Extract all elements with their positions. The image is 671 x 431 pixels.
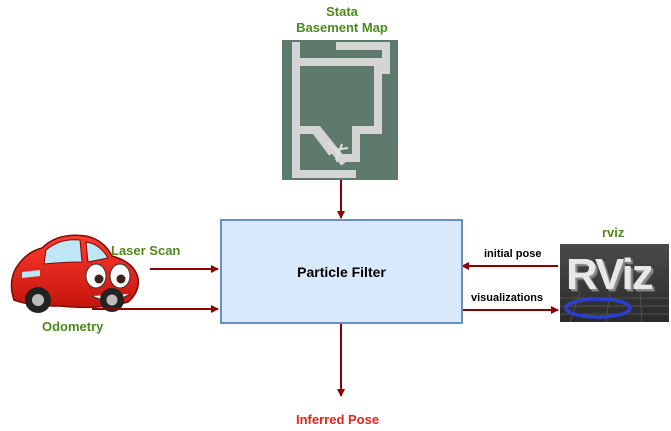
map-title-line1: Stata	[326, 4, 358, 19]
particle-filter-label: Particle Filter	[297, 263, 386, 280]
odometry-label: Odometry	[42, 319, 104, 334]
map-title: Stata Basement Map	[262, 4, 422, 36]
laser-scan-label: Laser Scan	[111, 243, 181, 258]
visualizations-label: visualizations	[471, 292, 544, 304]
stata-map-image	[282, 40, 398, 180]
car-image	[10, 234, 140, 313]
particle-filter-box: Particle Filter	[220, 219, 463, 324]
initial-pose-label: initial pose	[484, 248, 542, 260]
rviz-logo-text: RViz	[566, 250, 654, 299]
inferred-pose-label: Inferred Pose	[296, 412, 380, 427]
rviz-label: rviz	[602, 225, 625, 240]
map-title-line2: Basement Map	[296, 20, 388, 35]
rviz-logo-image	[560, 244, 669, 323]
